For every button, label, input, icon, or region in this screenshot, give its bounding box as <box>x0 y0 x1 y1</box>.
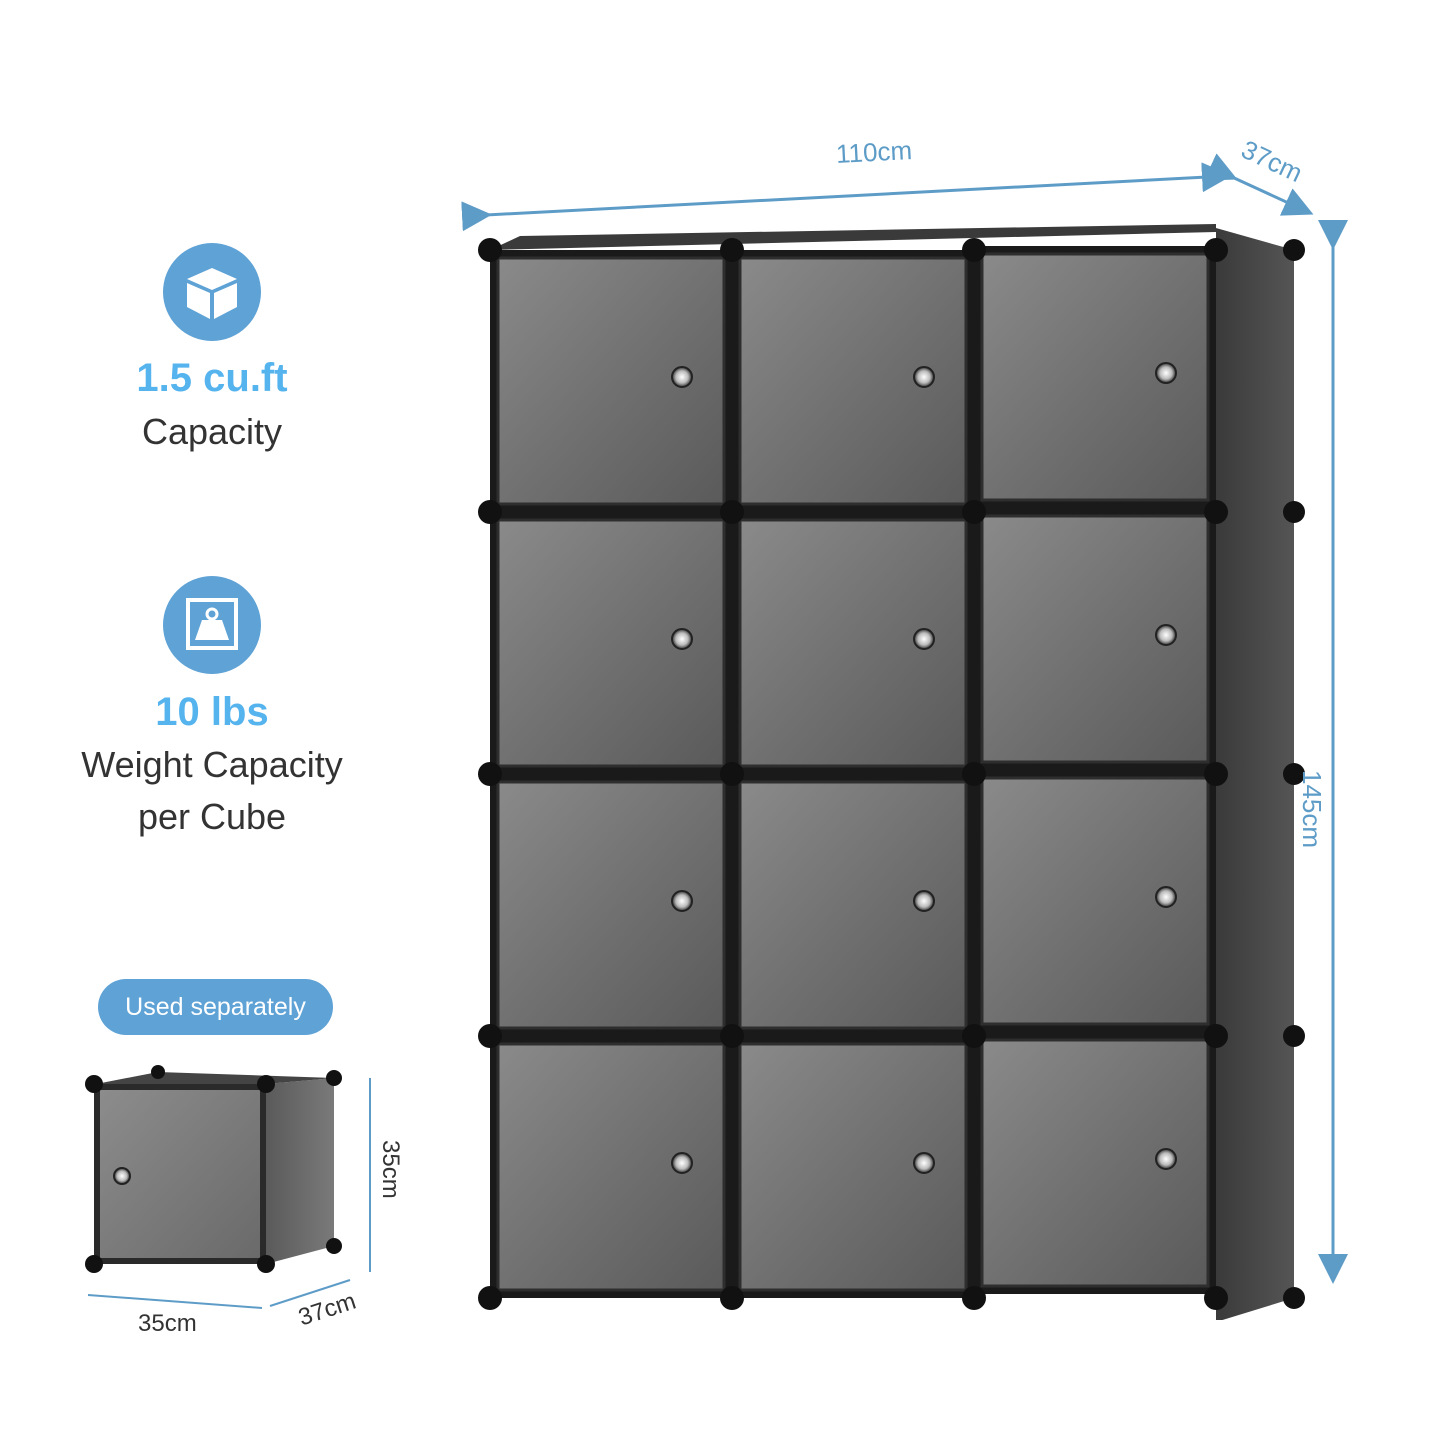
cube-icon <box>163 243 261 341</box>
connector-joint <box>962 762 986 786</box>
single-height-label: 35cm <box>377 1140 404 1199</box>
door-knob <box>913 628 935 650</box>
door-knob <box>913 890 935 912</box>
connector-joint <box>1283 763 1305 785</box>
connector-joint <box>1204 238 1228 262</box>
door-knob <box>913 1152 935 1174</box>
weight-label-line1: Weight Capacity <box>81 744 343 785</box>
weight-value: 10 lbs <box>155 690 269 734</box>
connector-joint <box>478 1024 502 1048</box>
connector-joint <box>962 1024 986 1048</box>
capacity-value: 1.5 cu.ft <box>136 356 288 400</box>
connector-joint <box>1204 1024 1228 1048</box>
connector-joint <box>962 238 986 262</box>
connector-joint <box>962 500 986 524</box>
connector-joint <box>1204 762 1228 786</box>
capacity-label: Capacity <box>141 411 283 452</box>
connector-joint <box>720 1286 744 1310</box>
side-panel <box>1216 228 1294 1320</box>
door-knob <box>671 1152 693 1174</box>
connector-joint <box>962 1286 986 1310</box>
connector-joint <box>1283 501 1305 523</box>
door-knob <box>1155 886 1177 908</box>
weight-label-line2: per Cube <box>137 796 287 837</box>
connector-joint <box>720 500 744 524</box>
door-knob <box>1155 624 1177 646</box>
connector-joint <box>1283 1287 1305 1309</box>
used-separately-badge: Used separately <box>98 979 333 1035</box>
connector-joint <box>720 238 744 262</box>
weight-icon <box>163 576 261 674</box>
door-knob <box>671 890 693 912</box>
connector-joint <box>720 762 744 786</box>
door-knob <box>913 366 935 388</box>
connector-joint <box>478 500 502 524</box>
connector-joint <box>478 762 502 786</box>
width-label: 110cm <box>835 135 913 169</box>
connector-joint <box>1283 1025 1305 1047</box>
height-label: 145cm <box>1297 770 1327 849</box>
connector-joint <box>478 238 502 262</box>
door-knob <box>671 628 693 650</box>
single-cube-illustration <box>85 1065 342 1273</box>
door-knob <box>1155 362 1177 384</box>
connector-joint <box>1283 239 1305 261</box>
connector-joint <box>1204 1286 1228 1310</box>
connector-joint <box>1204 500 1228 524</box>
door-knob <box>1155 1148 1177 1170</box>
connector-joint <box>720 1024 744 1048</box>
connector-joint <box>478 1286 502 1310</box>
single-width-label: 35cm <box>138 1310 197 1337</box>
door-knob <box>671 366 693 388</box>
storage-unit-illustration <box>478 224 1305 1320</box>
